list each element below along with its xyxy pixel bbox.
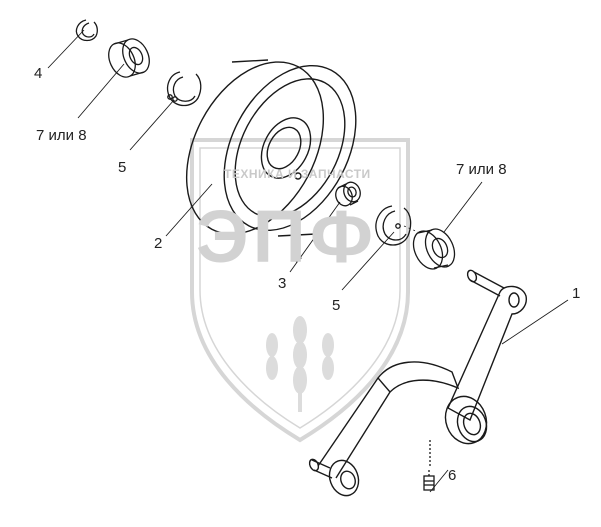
leader-lines [47,29,569,493]
watermark-shield [190,138,410,443]
leader-5b [341,231,395,291]
part-4-circlip [75,19,98,42]
watermark-top-text: ТЕХНИКА И ЗАПЧАСТИ [224,167,371,181]
callout-7-or-8-bottom: 7 или 8 [456,161,507,178]
leader-2 [165,183,213,237]
part-7-8-bearing-bottom [412,228,456,270]
part-6-grease-nipple [423,440,435,491]
part-5-circlip-top [166,71,202,107]
callout-2: 2 [154,235,163,252]
part-3-spacer-bushing [335,181,361,207]
callout-4: 4 [34,65,43,82]
leader-1 [501,299,569,345]
callout-5-top: 5 [118,159,127,176]
callout-7-or-8-top: 7 или 8 [36,127,87,144]
leader-7b [443,181,483,233]
callout-6: 6 [448,467,457,484]
leader-7a [77,63,125,119]
part-7-8-bearing-top [108,38,150,78]
part-1-arm [308,269,527,497]
part-2-roller-wheel [185,59,357,237]
part-5-circlip-bottom [375,205,412,246]
leader-6 [429,469,449,493]
callout-1: 1 [572,285,581,302]
leader-5a [129,99,175,151]
callout-5-bottom: 5 [332,297,341,314]
leader-4 [47,29,85,69]
callout-3: 3 [278,275,287,292]
leader-3 [289,201,341,273]
watermark-wheat-icon [266,316,334,412]
watermark-brand: ЭПФ [196,195,377,278]
